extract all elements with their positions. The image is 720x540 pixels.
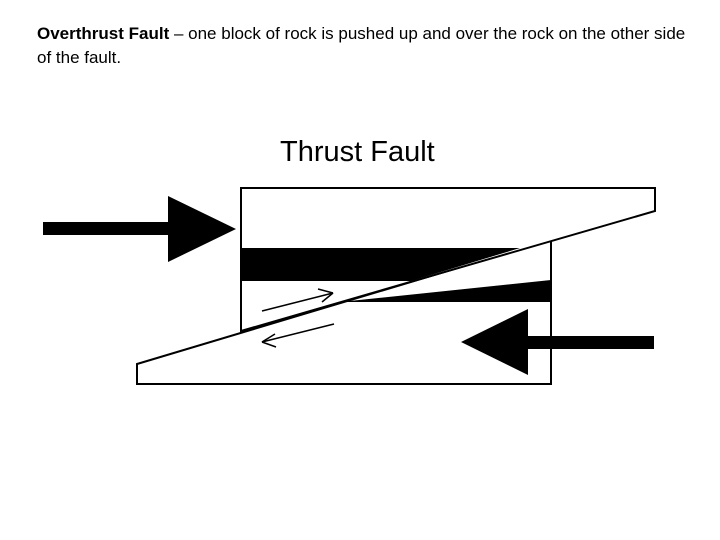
caption-definition: – one block of rock is pushed up and ove…	[37, 24, 686, 67]
caption-term: Overthrust Fault	[37, 24, 170, 43]
half-arrow-right-icon	[261, 288, 334, 312]
upper-rock-layer	[241, 248, 520, 281]
diagram-title: Thrust Fault	[280, 136, 435, 168]
slide-caption: Overthrust Fault – one block of rock is …	[37, 22, 687, 70]
arrow-right-icon	[43, 196, 236, 262]
lower-rock-layer	[340, 280, 551, 302]
arrow-left-icon	[461, 309, 654, 375]
half-arrow-left-icon	[261, 323, 335, 348]
